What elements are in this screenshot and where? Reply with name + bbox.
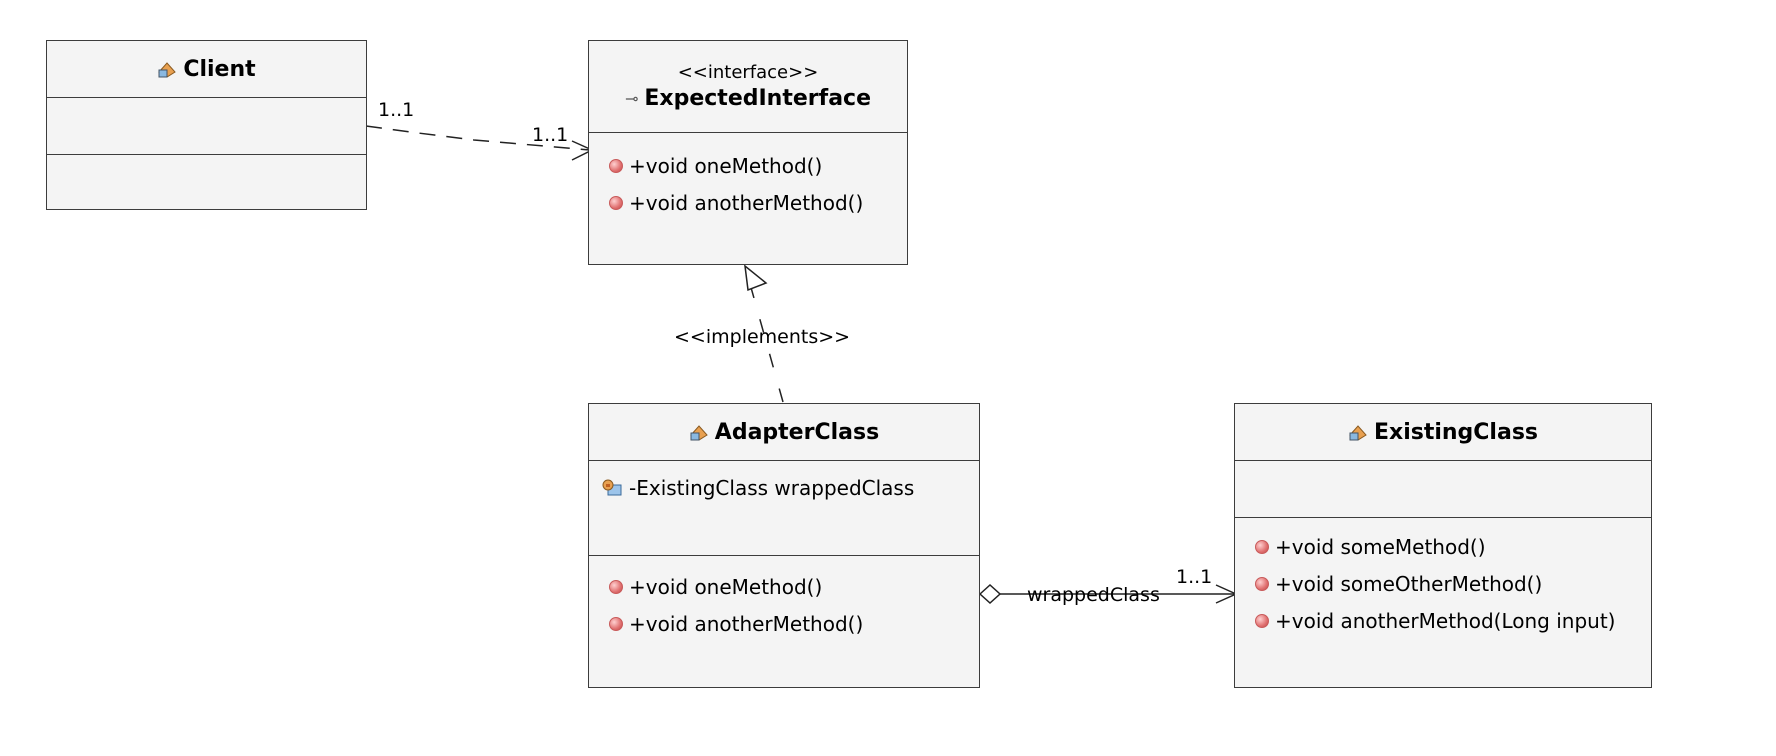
operations-compartment <box>47 155 366 209</box>
interface-stereotype: <<interface>> <box>677 62 819 83</box>
client-target-multiplicity: 1..1 <box>532 124 568 146</box>
operations-compartment: +void oneMethod() +void anotherMethod() <box>589 133 907 264</box>
operation[interactable]: +void oneMethod() <box>609 568 979 605</box>
operation[interactable]: +void oneMethod() <box>609 147 907 184</box>
operation[interactable]: +void anotherMethod() <box>609 184 907 221</box>
operation-icon <box>1255 576 1269 591</box>
operation-icon <box>609 579 623 594</box>
realization-label: <<implements>> <box>674 326 850 348</box>
operation[interactable]: +void someOtherMethod() <box>1255 565 1651 602</box>
operation[interactable]: +void anotherMethod() <box>609 605 979 642</box>
attributes-compartment: -ExistingClass wrappedClass <box>589 461 979 556</box>
operation[interactable]: +void someMethod() <box>1255 528 1651 565</box>
aggregation-label: wrappedClass <box>1027 584 1160 606</box>
aggregation-target-multiplicity: 1..1 <box>1176 566 1212 588</box>
class-icon <box>1349 425 1367 441</box>
class-icon <box>158 62 177 78</box>
operation[interactable]: +void anotherMethod(Long input) <box>1255 602 1651 639</box>
class-header: AdapterClass <box>589 404 979 461</box>
operation-icon <box>1255 539 1269 554</box>
class-client[interactable]: Client <box>46 40 367 210</box>
operations-compartment: +void someMethod() +void someOtherMethod… <box>1235 518 1651 687</box>
class-name: ExistingClass <box>1373 419 1539 445</box>
operations-compartment: +void oneMethod() +void anotherMethod() <box>589 556 979 687</box>
class-header: Client <box>47 41 366 98</box>
operation-icon <box>609 616 623 631</box>
aggregation-connector[interactable] <box>978 583 1238 605</box>
operation-icon <box>1255 613 1269 628</box>
client-source-multiplicity: 1..1 <box>378 99 414 121</box>
operation-icon <box>609 158 623 173</box>
attributes-compartment <box>47 98 366 155</box>
class-icon <box>690 425 708 441</box>
realization-connector[interactable] <box>744 264 784 403</box>
class-name: Client <box>183 56 256 82</box>
interface-expected-interface[interactable]: <<interface>> ⊸ ExpectedInterface +void … <box>588 40 908 265</box>
class-name: AdapterClass <box>714 419 880 445</box>
field-icon <box>602 479 622 495</box>
class-name: ExpectedInterface <box>644 86 872 111</box>
attributes-compartment <box>1235 461 1651 518</box>
operation-icon <box>609 195 623 210</box>
interface-icon: ⊸ <box>624 89 639 108</box>
attribute[interactable]: -ExistingClass wrappedClass <box>601 469 979 506</box>
class-adapter-class[interactable]: AdapterClass -ExistingClass wrappedClass… <box>588 403 980 688</box>
class-existing-class[interactable]: ExistingClass +void someMethod() +void s… <box>1234 403 1652 688</box>
class-header: ExistingClass <box>1235 404 1651 461</box>
class-header: <<interface>> ⊸ ExpectedInterface <box>589 41 907 133</box>
